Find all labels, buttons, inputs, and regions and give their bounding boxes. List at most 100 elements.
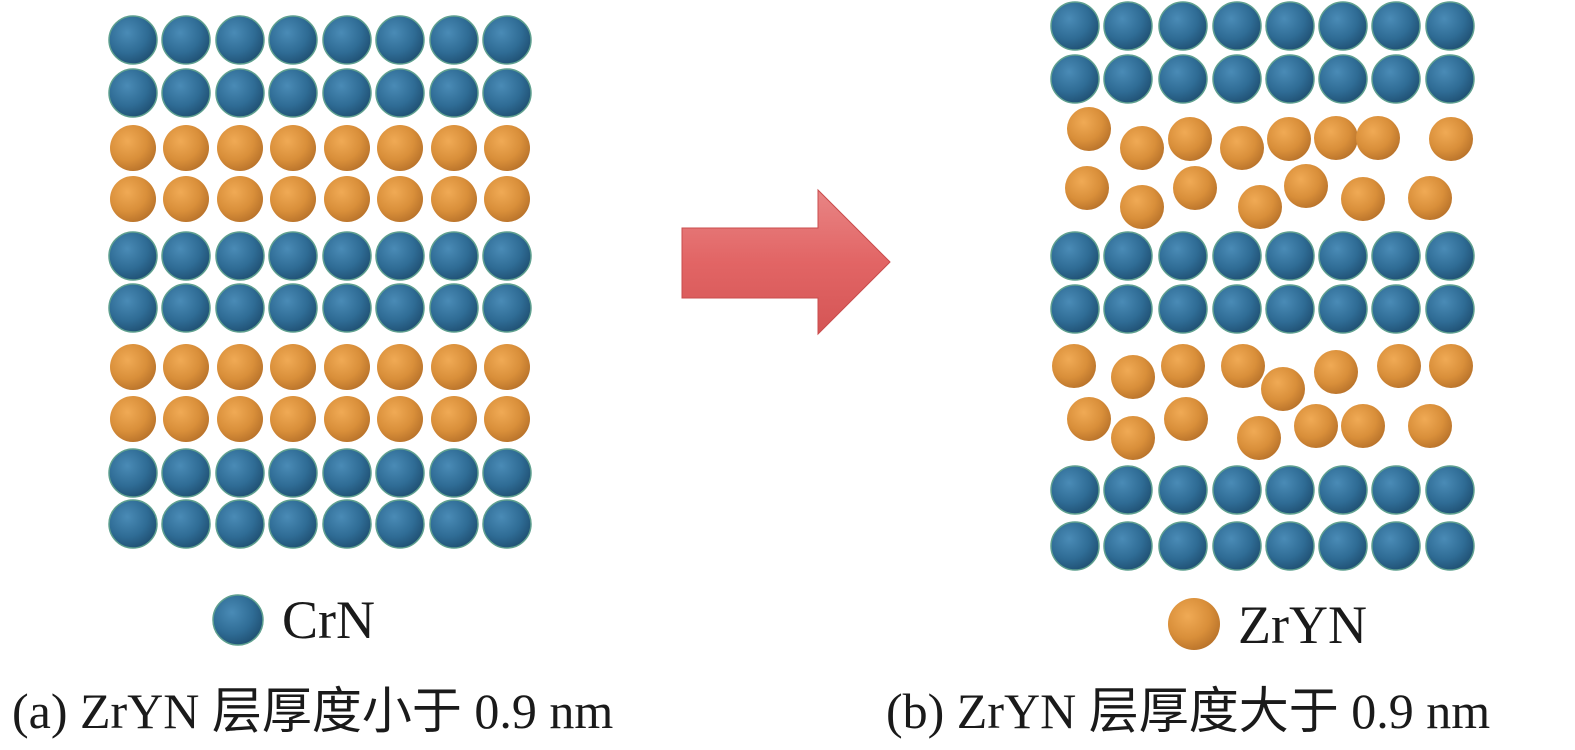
zryn-particle bbox=[431, 125, 477, 171]
crn-particle bbox=[1050, 521, 1100, 571]
legend-crn-swatch bbox=[212, 594, 264, 646]
zryn-particle bbox=[1377, 344, 1421, 388]
zryn-particle bbox=[377, 125, 423, 171]
crn-particle bbox=[215, 448, 265, 498]
crn-particle bbox=[482, 283, 532, 333]
zryn-particle bbox=[1284, 164, 1328, 208]
crn-particle bbox=[161, 231, 211, 281]
crn-particle bbox=[1371, 231, 1421, 281]
crn-particle bbox=[108, 231, 158, 281]
crn-particle bbox=[429, 283, 479, 333]
crn-particle bbox=[1212, 54, 1262, 104]
crn-particle bbox=[1425, 284, 1475, 334]
crn-particle bbox=[1103, 231, 1153, 281]
crn-particle bbox=[268, 499, 318, 549]
crn-particle bbox=[482, 231, 532, 281]
zryn-particle bbox=[110, 176, 156, 222]
zryn-particle bbox=[1408, 176, 1452, 220]
crn-particle bbox=[1050, 231, 1100, 281]
zryn-particle bbox=[217, 396, 263, 442]
crn-particle bbox=[108, 448, 158, 498]
zryn-particle bbox=[1341, 177, 1385, 221]
zryn-particle bbox=[217, 344, 263, 390]
crn-particle bbox=[1265, 521, 1315, 571]
crn-particle bbox=[1158, 231, 1208, 281]
crn-particle bbox=[215, 68, 265, 118]
crn-particle bbox=[1265, 1, 1315, 51]
crn-particle bbox=[1425, 521, 1475, 571]
zryn-particle bbox=[1220, 126, 1264, 170]
zryn-particle bbox=[324, 344, 370, 390]
crn-particle bbox=[482, 448, 532, 498]
zryn-particle bbox=[484, 125, 530, 171]
crn-particle bbox=[482, 68, 532, 118]
zryn-particle bbox=[163, 344, 209, 390]
zryn-particle bbox=[110, 344, 156, 390]
zryn-particle bbox=[1221, 344, 1265, 388]
legend-zryn-label: ZrYN bbox=[1238, 595, 1367, 655]
crn-particle bbox=[429, 15, 479, 65]
crn-particle bbox=[1050, 465, 1100, 515]
zryn-particle bbox=[1267, 117, 1311, 161]
crn-particle bbox=[375, 448, 425, 498]
crn-particle bbox=[1103, 465, 1153, 515]
crn-particle bbox=[482, 15, 532, 65]
zryn-particle bbox=[431, 176, 477, 222]
crn-particle bbox=[1212, 465, 1262, 515]
crn-particle bbox=[1050, 284, 1100, 334]
crn-particle bbox=[1212, 521, 1262, 571]
zryn-particle bbox=[324, 396, 370, 442]
zryn-particle bbox=[324, 176, 370, 222]
zryn-particle bbox=[1341, 404, 1385, 448]
transition-arrow bbox=[681, 188, 891, 336]
crn-particle bbox=[1158, 465, 1208, 515]
zryn-particle bbox=[1164, 397, 1208, 441]
zryn-particle bbox=[1238, 185, 1282, 229]
crn-particle bbox=[375, 283, 425, 333]
crn-particle bbox=[322, 15, 372, 65]
crn-particle bbox=[1212, 1, 1262, 51]
crn-particle bbox=[108, 283, 158, 333]
crn-particle bbox=[429, 448, 479, 498]
crn-particle bbox=[1050, 54, 1100, 104]
crn-particle bbox=[1318, 231, 1368, 281]
crn-particle bbox=[1318, 1, 1368, 51]
crn-particle bbox=[215, 15, 265, 65]
zryn-particle bbox=[484, 344, 530, 390]
zryn-particle bbox=[270, 176, 316, 222]
crn-particle bbox=[1425, 54, 1475, 104]
crn-particle bbox=[268, 448, 318, 498]
zryn-particle bbox=[163, 396, 209, 442]
arrow-shape bbox=[681, 188, 891, 336]
crn-particle bbox=[1425, 1, 1475, 51]
zryn-particle bbox=[270, 396, 316, 442]
zryn-particle bbox=[217, 176, 263, 222]
crn-particle bbox=[322, 231, 372, 281]
zryn-particle bbox=[1067, 397, 1111, 441]
crn-particle bbox=[1318, 284, 1368, 334]
crn-particle bbox=[429, 499, 479, 549]
crn-particle bbox=[322, 68, 372, 118]
zryn-particle bbox=[1237, 416, 1281, 460]
zryn-particle bbox=[1067, 107, 1111, 151]
zryn-particle bbox=[270, 125, 316, 171]
crn-particle bbox=[1103, 521, 1153, 571]
crn-particle bbox=[1265, 54, 1315, 104]
crn-particle bbox=[1265, 231, 1315, 281]
caption-b: (b) ZrYN 层厚度大于 0.9 nm bbox=[886, 683, 1490, 739]
zryn-particle bbox=[1294, 404, 1338, 448]
crn-particle bbox=[1212, 284, 1262, 334]
crn-particle bbox=[322, 283, 372, 333]
crn-particle bbox=[1265, 284, 1315, 334]
zryn-particle bbox=[377, 176, 423, 222]
crn-particle bbox=[1103, 1, 1153, 51]
crn-particle bbox=[322, 499, 372, 549]
zryn-particle bbox=[1111, 416, 1155, 460]
zryn-particle bbox=[1356, 116, 1400, 160]
panel-a-lattice bbox=[108, 15, 532, 549]
zryn-particle bbox=[1120, 126, 1164, 170]
crn-particle bbox=[375, 68, 425, 118]
crn-particle bbox=[429, 68, 479, 118]
crn-particle bbox=[108, 499, 158, 549]
